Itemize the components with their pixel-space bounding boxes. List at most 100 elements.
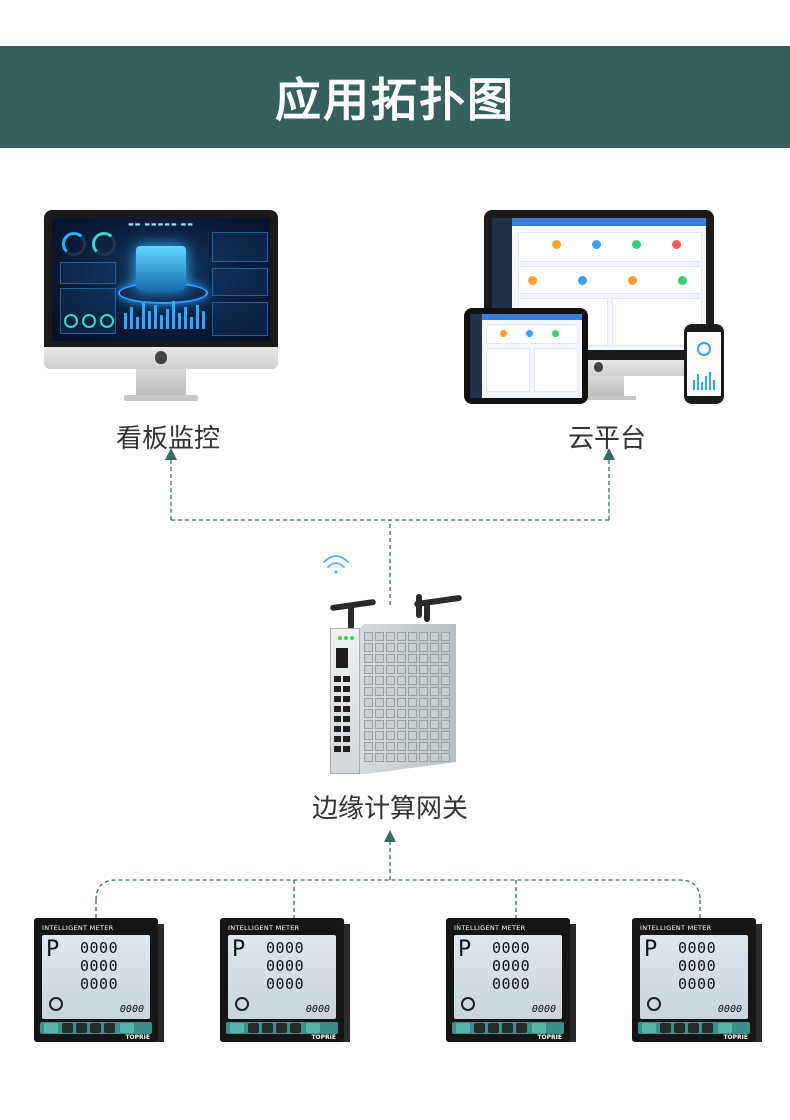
meter-lcd-row: 0000	[266, 975, 305, 993]
meter-lcd-row: 0000	[80, 975, 119, 993]
meter-brand: TOPRIE	[723, 1034, 748, 1041]
heatsink-fin	[386, 665, 395, 674]
heatsink-fin	[375, 665, 384, 674]
meter-lcd: P 0000 0000 0000 0000	[454, 935, 562, 1019]
intelligent-meter-3: INTELLIGENT METER P 0000 0000 0000 0000 …	[446, 918, 576, 1042]
heatsink-fin	[375, 676, 384, 685]
heatsink-fin	[397, 676, 406, 685]
meter-button-strip	[452, 1022, 564, 1034]
dashboard-monitor: ▬▬ ▬▬▬▬▬ ▬▬	[44, 210, 278, 410]
meter-button-strip	[638, 1022, 750, 1034]
heatsink-fin	[419, 720, 428, 729]
heatsink-fin	[419, 643, 428, 652]
lower-bus-connector	[95, 879, 701, 901]
phone-device	[684, 324, 724, 404]
heatsink-fin	[441, 698, 450, 707]
heatsink-fin	[364, 742, 373, 751]
meter-button-strip	[226, 1022, 338, 1034]
heatsink-fin	[375, 731, 384, 740]
arrow-up-icon	[603, 448, 615, 460]
heatsink-fin	[419, 709, 428, 718]
cloud-label: 云平台	[568, 424, 647, 454]
heatsink-fin	[386, 654, 395, 663]
heatsink-fin	[430, 665, 439, 674]
heatsink-fin	[397, 698, 406, 707]
heatsink-fin	[441, 709, 450, 718]
meter-lcd-small: 0000	[305, 1004, 330, 1015]
meter-lcd-symbol: P	[644, 937, 658, 962]
meter-lcd-row: 0000	[678, 975, 717, 993]
heatsink-fin	[397, 665, 406, 674]
meter-lcd: P 0000 0000 0000 0000	[42, 935, 150, 1019]
meter-lcd: P 0000 0000 0000 0000	[640, 935, 748, 1019]
heatsink-fin	[364, 720, 373, 729]
heatsink-fin	[397, 654, 406, 663]
arrow-up-icon	[384, 830, 396, 842]
heatsink-fin	[375, 753, 384, 762]
dashboard-screen: ▬▬ ▬▬▬▬▬ ▬▬	[52, 218, 270, 341]
meter-brand: TOPRIE	[125, 1034, 150, 1041]
heatsink-fin	[441, 643, 450, 652]
heatsink-fin	[386, 709, 395, 718]
heatsink-fin	[375, 687, 384, 696]
heatsink-fin	[430, 654, 439, 663]
apple-logo-icon	[594, 362, 603, 372]
heatsink-fin	[419, 731, 428, 740]
meter-title: INTELLIGENT METER	[454, 924, 526, 932]
heatsink-fin	[375, 654, 384, 663]
heatsink-fin	[419, 676, 428, 685]
heatsink-fin	[364, 643, 373, 652]
edge-gateway-device	[326, 592, 466, 778]
arrow-up-icon	[165, 448, 177, 460]
heatsink-fin	[397, 643, 406, 652]
heatsink-fin	[386, 753, 395, 762]
tablet-device	[464, 308, 588, 404]
heatsink-fin	[408, 687, 417, 696]
heatsink-fin	[386, 742, 395, 751]
wifi-signal-icon	[323, 555, 349, 574]
heatsink-fin	[397, 632, 406, 641]
meter-status-icon	[235, 997, 249, 1011]
meter-lcd-symbol: P	[46, 937, 60, 962]
heatsink-fin	[430, 720, 439, 729]
heatsink-fin	[397, 742, 406, 751]
heatsink-fin	[364, 709, 373, 718]
heatsink-fin	[364, 698, 373, 707]
heatsink-fin	[441, 665, 450, 674]
meter-lcd-row: 0000	[80, 939, 119, 957]
heatsink-fin	[375, 709, 384, 718]
intelligent-meter-2: INTELLIGENT METER P 0000 0000 0000 0000 …	[220, 918, 350, 1042]
meter-lcd-small: 0000	[717, 1004, 742, 1015]
heatsink-fin	[364, 665, 373, 674]
heatsink-fin	[375, 632, 384, 641]
heatsink-fin	[375, 742, 384, 751]
meter-lcd-row: 0000	[678, 939, 717, 957]
heatsink-fin	[375, 643, 384, 652]
heatsink-fin	[364, 676, 373, 685]
meter-title: INTELLIGENT METER	[42, 924, 114, 932]
heatsink-fin	[408, 654, 417, 663]
meter-brand: TOPRIE	[311, 1034, 336, 1041]
meter-status-icon	[461, 997, 475, 1011]
heatsink-fin	[397, 720, 406, 729]
heatsink-fin	[397, 687, 406, 696]
heatsink-fin	[441, 731, 450, 740]
meter-lcd-row: 0000	[492, 957, 531, 975]
meter-lcd-row: 0000	[80, 957, 119, 975]
heatsink-fin	[408, 731, 417, 740]
heatsink-fin	[441, 632, 450, 641]
transformer-graphic	[136, 246, 186, 290]
heatsink-fin	[419, 742, 428, 751]
meter-brand: TOPRIE	[537, 1034, 562, 1041]
apple-logo-icon	[155, 351, 167, 364]
meter-lcd-symbol: P	[458, 937, 472, 962]
heatsink-fin	[408, 753, 417, 762]
heatsink-fin	[364, 731, 373, 740]
heatsink-fin	[408, 698, 417, 707]
heatsink-fin	[397, 731, 406, 740]
heatsink-fin	[408, 632, 417, 641]
heatsink-fin	[430, 632, 439, 641]
heatsink-fin	[441, 742, 450, 751]
heatsink-fin	[430, 742, 439, 751]
